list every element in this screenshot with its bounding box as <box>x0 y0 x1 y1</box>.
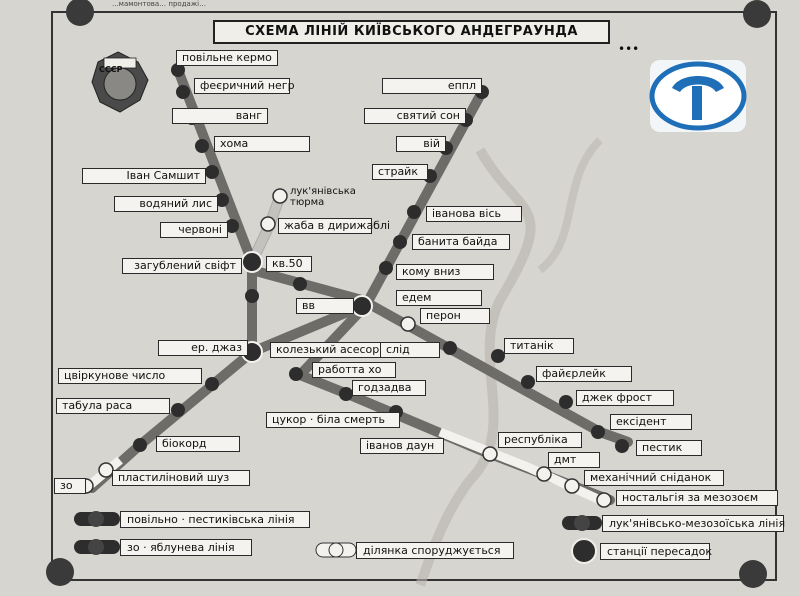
station-label: республіка <box>498 432 582 448</box>
station-dot <box>293 277 307 291</box>
station-label: пестик <box>636 440 702 456</box>
map-frame <box>51 11 777 581</box>
station-dot <box>521 375 535 389</box>
station-label: слід <box>380 342 440 358</box>
station-label: работта хо <box>312 362 396 378</box>
planned-station-dot <box>260 216 276 232</box>
station-label: ексідент <box>610 414 692 430</box>
planned-station-dot <box>564 478 580 494</box>
station-label: ер. джаз <box>158 340 248 356</box>
station-dot <box>393 235 407 249</box>
order-badge-icon <box>91 51 149 113</box>
interchange-dot <box>351 295 373 317</box>
station-label: зо <box>54 478 86 494</box>
station-label: банита байда <box>412 234 510 250</box>
station-label: біокорд <box>156 436 240 452</box>
station-label: ванг <box>172 108 268 124</box>
station-label: кому вниз <box>396 264 494 280</box>
station-dot <box>205 377 219 391</box>
station-dot <box>176 85 190 99</box>
planned-station-dot <box>400 316 416 332</box>
map-title: СХЕМА ЛІНІЙ КИЇВСЬКОГО АНДЕГРАУНДА <box>213 20 610 44</box>
emblem-text: СССР <box>99 65 123 74</box>
station-label: вв <box>296 298 354 314</box>
station-label: едем <box>396 290 482 306</box>
station-label: кв.50 <box>266 256 312 272</box>
station-label: загублений свіфт <box>122 258 242 274</box>
station-dot <box>171 63 185 77</box>
station-label: ностальгія за мезозоєм <box>616 490 778 506</box>
station-label: страйк <box>372 164 428 180</box>
station-label: іванова вісь <box>426 206 522 222</box>
planned-station-dot <box>482 446 498 462</box>
station-label: святий сон <box>364 108 466 124</box>
station-label: перон <box>420 308 490 324</box>
station-label: годзадва <box>352 380 426 396</box>
pin-bottom-right <box>739 560 767 588</box>
station-label: хома <box>214 136 310 152</box>
pin-top-left <box>66 0 94 26</box>
planned-station-dot <box>272 188 288 204</box>
line-c-stations <box>293 277 629 453</box>
station-dot <box>615 439 629 453</box>
station-label: цукор · біла смерть <box>266 412 400 428</box>
header-fragment: ...мамонтова… продажі… <box>112 0 207 8</box>
station-label: Іван Самшит <box>82 168 206 184</box>
planned-station-dot <box>536 466 552 482</box>
pin-bottom-left <box>46 558 74 586</box>
station-dot <box>195 139 209 153</box>
kyiv-metro-logo-icon <box>649 60 747 132</box>
station-dot <box>171 403 185 417</box>
station-label: джек фрост <box>576 390 674 406</box>
legend-label: повільно · пестиківська лінія <box>120 511 310 528</box>
paper-stain-2 <box>537 137 603 274</box>
line-c-track <box>247 265 633 447</box>
station-label: пластиліновий шуз <box>112 470 250 486</box>
planned-station-dot <box>98 462 114 478</box>
dots: ••• <box>618 42 640 56</box>
station-dot <box>339 387 353 401</box>
station-dot <box>245 289 259 303</box>
station-label: водяний лис <box>114 196 218 212</box>
station-label: червоні <box>160 222 228 238</box>
station-dot <box>205 165 219 179</box>
legend-symbols <box>74 511 602 564</box>
line-a-track <box>87 65 257 493</box>
legend-label: зо · яблунева лінія <box>120 539 252 556</box>
station-label: колезький асесор <box>270 342 398 358</box>
legend-label: станції пересадок <box>600 543 712 560</box>
paper-stain <box>415 147 536 587</box>
station-dot <box>491 349 505 363</box>
legend-label: ділянка споруджується <box>356 542 514 559</box>
station-label: жаба в дирижаблі <box>278 218 390 234</box>
station-dot <box>215 193 229 207</box>
station-label: файєрлейк <box>536 366 632 382</box>
interchange-dot <box>241 251 263 273</box>
station-label: феєричний негр <box>194 78 295 94</box>
station-label: табула раса <box>56 398 170 414</box>
station-label: повільне кермо <box>176 50 278 66</box>
station-label: дмт <box>548 452 600 468</box>
station-label: еппл <box>382 78 482 94</box>
station-dot <box>133 438 147 452</box>
station-dot <box>225 219 239 233</box>
station-label: цвіркунове число <box>58 368 202 384</box>
station-dot <box>379 261 393 275</box>
station-dot <box>443 341 457 355</box>
station-label: іванов даун <box>360 438 444 454</box>
station-label: лук'янівська тюрма <box>290 186 356 208</box>
pin-top-right <box>743 0 771 28</box>
station-label: вій <box>396 136 446 152</box>
station-label: механічний сніданок <box>584 470 724 486</box>
station-dot <box>289 367 303 381</box>
station-label: титанік <box>504 338 574 354</box>
planned-station-dot <box>596 492 612 508</box>
station-dot <box>591 425 605 439</box>
station-dot <box>559 395 573 409</box>
legend-label: лук'янівсько-мезозоїська лінія <box>602 515 785 532</box>
station-dot <box>407 205 421 219</box>
